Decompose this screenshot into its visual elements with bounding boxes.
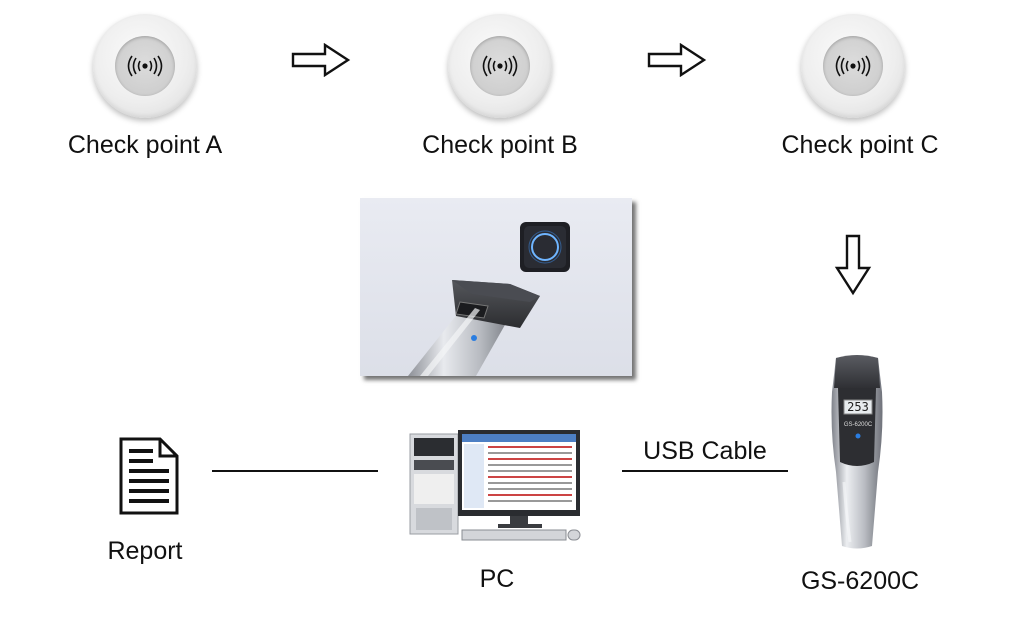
checkpoint-a-tag xyxy=(93,14,197,118)
checkpoint-c-tag xyxy=(801,14,905,118)
checkpoint-b-label: Check point B xyxy=(422,131,578,159)
usb-cable-label: USB Cable xyxy=(643,437,767,465)
report-pc-connector xyxy=(212,470,378,472)
document-icon xyxy=(119,437,179,515)
checkpoint-b-tag xyxy=(448,14,552,118)
arrow-b-to-c-icon xyxy=(647,43,707,77)
pc-label: PC xyxy=(479,565,515,593)
reader-label: GS-6200C xyxy=(800,567,920,595)
svg-text:253: 253 xyxy=(847,400,869,414)
checkpoint-c-label: Check point C xyxy=(781,131,939,159)
report-label: Report xyxy=(107,537,183,565)
rfid-tag-icon xyxy=(470,36,530,96)
svg-text:GS-6200C: GS-6200C xyxy=(844,422,873,428)
desktop-computer-icon xyxy=(409,430,581,541)
checkpoint-a-label: Check point A xyxy=(67,131,223,159)
arrow-down-icon xyxy=(834,234,872,296)
usb-cable-connector xyxy=(622,470,788,472)
rfid-tag-icon xyxy=(115,36,175,96)
arrow-a-to-b-icon xyxy=(291,43,351,77)
handheld-reader-icon: 253 GS-6200C xyxy=(831,355,883,549)
rfid-tag-icon xyxy=(823,36,883,96)
reader-scanning-photo xyxy=(360,198,632,376)
